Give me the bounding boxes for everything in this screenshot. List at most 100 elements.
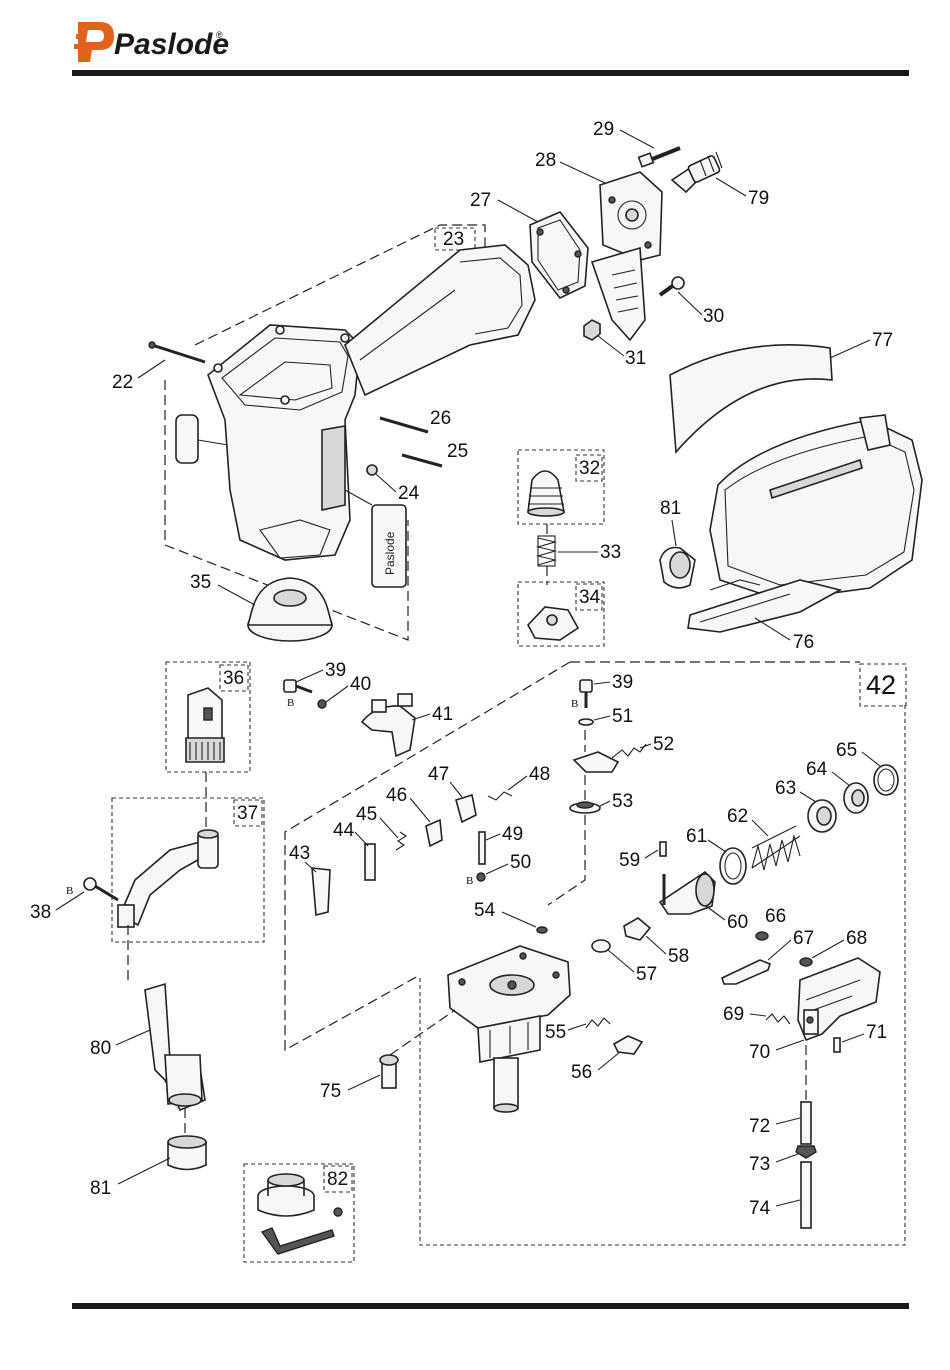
part-32-valve-cap [528, 471, 564, 516]
callout-66: 66 [765, 906, 786, 927]
callout-26: 26 [430, 408, 451, 429]
callout-59: 59 [619, 850, 640, 871]
callout-79: 79 [748, 188, 769, 209]
leader-line [568, 1024, 586, 1030]
part-68-nut [800, 958, 812, 966]
callout-32: 32 [579, 458, 600, 479]
part-81-collar-top [660, 548, 695, 588]
callout-61: 61 [686, 826, 707, 847]
leader-line [706, 906, 725, 920]
leader-line [645, 850, 658, 858]
part-39-screw-left [284, 680, 312, 692]
callout-37: 37 [237, 803, 258, 824]
leader-line [752, 820, 768, 836]
leader-line [755, 618, 790, 640]
part-73-spring [796, 1146, 816, 1158]
brand-name: Paslode [114, 28, 229, 61]
callout-47: 47 [428, 764, 449, 785]
part-36-plug [186, 688, 224, 762]
callout-38: 38 [30, 902, 51, 923]
part-39-screw-right [580, 680, 592, 708]
callout-63: 63 [775, 778, 796, 799]
part-47-valve-body [456, 795, 476, 822]
callout-34: 34 [579, 587, 601, 608]
callout-60: 60 [727, 912, 748, 933]
leader-line [508, 776, 527, 790]
callout-65: 65 [836, 740, 857, 761]
part-26-pin [380, 418, 428, 432]
part-22-pin [149, 342, 205, 362]
part-31-nut [584, 320, 600, 340]
part-60-piston [660, 872, 715, 914]
part-27-gasket [530, 212, 588, 298]
housing-decal-label: Paslode [383, 531, 397, 575]
logo-stripe [74, 44, 84, 49]
callout-52: 52 [653, 734, 674, 755]
part-33-spring [538, 536, 555, 566]
callout-71: 71 [866, 1022, 887, 1043]
callout-67: 67 [793, 928, 814, 949]
callout-53: 53 [612, 791, 633, 812]
leader-line [776, 1154, 798, 1162]
callout-31: 31 [625, 348, 646, 369]
leader-line [594, 716, 610, 720]
callout-82: 82 [327, 1169, 348, 1190]
callout-70: 70 [749, 1042, 770, 1063]
part-80-contact-arm [145, 984, 205, 1110]
callout-48: 48 [529, 764, 550, 785]
part-71-pin [834, 1038, 840, 1052]
leader-line [708, 840, 726, 852]
part-45-spring [396, 832, 406, 850]
part-55-spring [586, 1018, 610, 1028]
callout-77: 77 [872, 330, 893, 351]
part-51-washer [579, 719, 593, 725]
header-rule [72, 70, 909, 76]
part-72-pin [801, 1102, 811, 1144]
part-76-magazine-cover [688, 415, 922, 632]
part-49-pin [479, 832, 485, 864]
part-25-pin [402, 455, 442, 466]
callout-57: 57 [636, 964, 657, 985]
leader-line [600, 801, 610, 806]
part-79-air-fitting [672, 152, 722, 192]
leader-line [218, 585, 255, 605]
part-69-spring [766, 1014, 790, 1024]
leader-line [355, 832, 368, 846]
leader-line [348, 1075, 380, 1090]
part-81-collar [168, 1136, 206, 1170]
part-44-pin [365, 844, 375, 880]
part-54-o-ring [537, 927, 547, 933]
leader-line [138, 360, 165, 378]
callout-81-bottom: 81 [90, 1178, 111, 1199]
callout-69: 69 [723, 1004, 744, 1025]
leader-line [842, 1034, 864, 1042]
callout-64: 64 [806, 759, 828, 780]
part-59-pin [660, 842, 666, 856]
part-64-bushing [844, 783, 868, 813]
part-28-end-cap [592, 172, 662, 340]
leader-line [620, 130, 654, 148]
callout-42: 42 [866, 670, 896, 700]
leader-line [116, 1030, 150, 1045]
part-41-bracket [362, 694, 415, 756]
leader-line [832, 772, 850, 786]
part-50-screw [477, 873, 485, 881]
callout-23: 23 [443, 229, 464, 250]
leader-line [768, 940, 791, 960]
axis-line [548, 730, 585, 905]
callout-54: 54 [474, 900, 496, 921]
callout-22: 22 [112, 372, 133, 393]
leader-line [776, 1200, 800, 1206]
leader-line [862, 752, 880, 766]
part-56-plate [614, 1036, 642, 1054]
callout-50: 50 [510, 852, 531, 873]
callout-81-top: 81 [660, 498, 681, 519]
part-38-screw [84, 878, 118, 900]
mark-b-39-right: B [571, 698, 578, 710]
leader-line [498, 200, 538, 222]
part-75-screw [380, 1055, 398, 1088]
part-30-screw [660, 277, 684, 295]
leader-line [118, 1158, 170, 1184]
part-37-trigger-link [118, 830, 218, 927]
